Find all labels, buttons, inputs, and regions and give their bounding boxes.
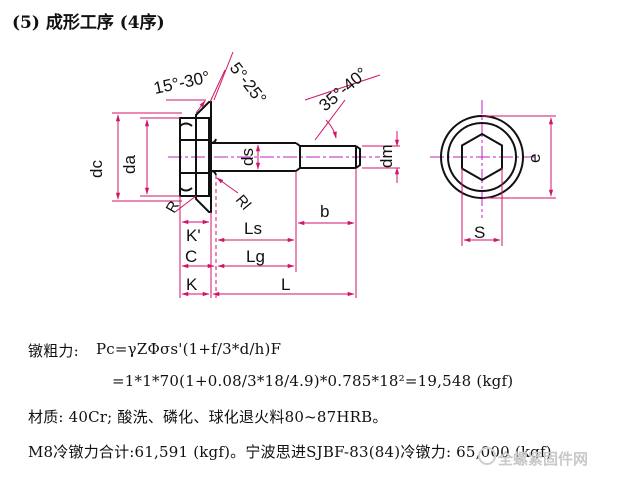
center-lines — [168, 100, 535, 218]
bolt-drawing: 15°-30° 5°-25° 35°-40° dc da ds dm e S R… — [87, 51, 556, 300]
force-summary: M8冷镦力合计:61,591 (kgf)。宁波思进SJBF-83(84)冷镦力:… — [28, 443, 552, 461]
watermark-text: 全螺紧固件网 — [498, 451, 589, 468]
dim-lg-label: Lg — [246, 247, 265, 266]
angle-label-3: 35°-40° — [315, 64, 371, 115]
dim-rl-label: Rl — [232, 192, 254, 214]
dim-c-label: C — [185, 247, 197, 266]
dim-s-label: S — [474, 223, 485, 242]
dimension-lines — [112, 51, 556, 300]
forging-force-label: 镦粗力: — [28, 342, 79, 360]
dim-b-label: b — [320, 202, 329, 221]
dim-dm-label: dm — [377, 144, 396, 168]
formula-line-1: Pc=γZΦσs'(1+f/3*d/h)F — [96, 340, 282, 358]
material-note: 材质: 40Cr; 酸洗、磷化、球化退火料80~87HRB。 — [28, 408, 388, 426]
dim-k-label: K — [186, 275, 198, 294]
dim-dc-label: dc — [87, 160, 106, 178]
angle-label-2: 5°-25° — [226, 59, 270, 108]
dim-k-prime-label: K' — [186, 226, 201, 245]
dim-l-label: L — [281, 275, 290, 294]
dim-ds-label: ds — [238, 148, 257, 166]
dim-da-label: da — [120, 155, 139, 174]
page-title: (5) 成形工序 (4序) — [12, 13, 165, 33]
dim-e-label: e — [525, 154, 544, 163]
bolt-outline — [179, 101, 361, 213]
dim-ls-label: Ls — [244, 219, 262, 238]
angle-label-1: 15°-30° — [152, 67, 212, 97]
formula-line-2: =1*1*70(1+0.08/3*18/4.9)*0.785*18²=19,54… — [112, 372, 514, 390]
watermark-logo-icon — [478, 447, 496, 465]
